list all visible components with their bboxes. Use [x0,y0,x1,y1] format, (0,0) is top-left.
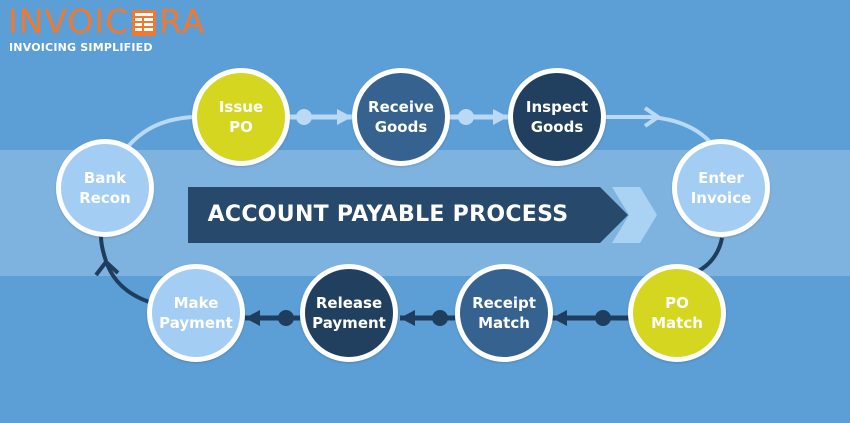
chevron-icon-top [643,106,662,128]
chevron-icon-bottom [94,259,120,277]
step-issue-po: Issue PO [192,68,290,166]
invoicera-logo: INVOIC RA INVOICING SIMPLIFIED [8,4,204,55]
logo-word-right: RA [159,2,206,41]
connector-dot [278,310,294,326]
step-release-payment: Release Payment [300,264,398,362]
arrowhead-icon [400,310,415,326]
logo-grid-icon [132,10,157,36]
connector-dot [432,310,448,326]
logo-word-left: INVOIC [8,2,130,41]
connector-dot [296,109,312,125]
connector-dot [458,109,474,125]
title-banner-shape [188,187,628,243]
step-inspect-goods: Inspect Goods [508,68,606,166]
step-bank-recon: Bank Recon [56,139,154,237]
connector-dot [595,310,611,326]
arrowhead-icon [245,310,260,326]
step-enter-invoice: Enter Invoice [672,139,770,237]
step-po-match: PO Match [628,264,726,362]
step-receipt-match: Receipt Match [455,264,553,362]
arrowhead-icon [337,109,352,125]
step-receive-goods: Receive Goods [352,68,450,166]
arrowhead-icon [552,310,567,326]
title-chevron-icon-outer [612,187,657,243]
diagram-title: ACCOUNT PAYABLE PROCESS [207,201,569,227]
logo-tagline: INVOICING SIMPLIFIED [9,41,153,54]
logo-wordmark: INVOIC RA [8,4,205,40]
step-make-payment: Make Payment [147,264,245,362]
loop-arc-top-left [123,115,196,152]
arrowhead-icon [493,109,508,125]
